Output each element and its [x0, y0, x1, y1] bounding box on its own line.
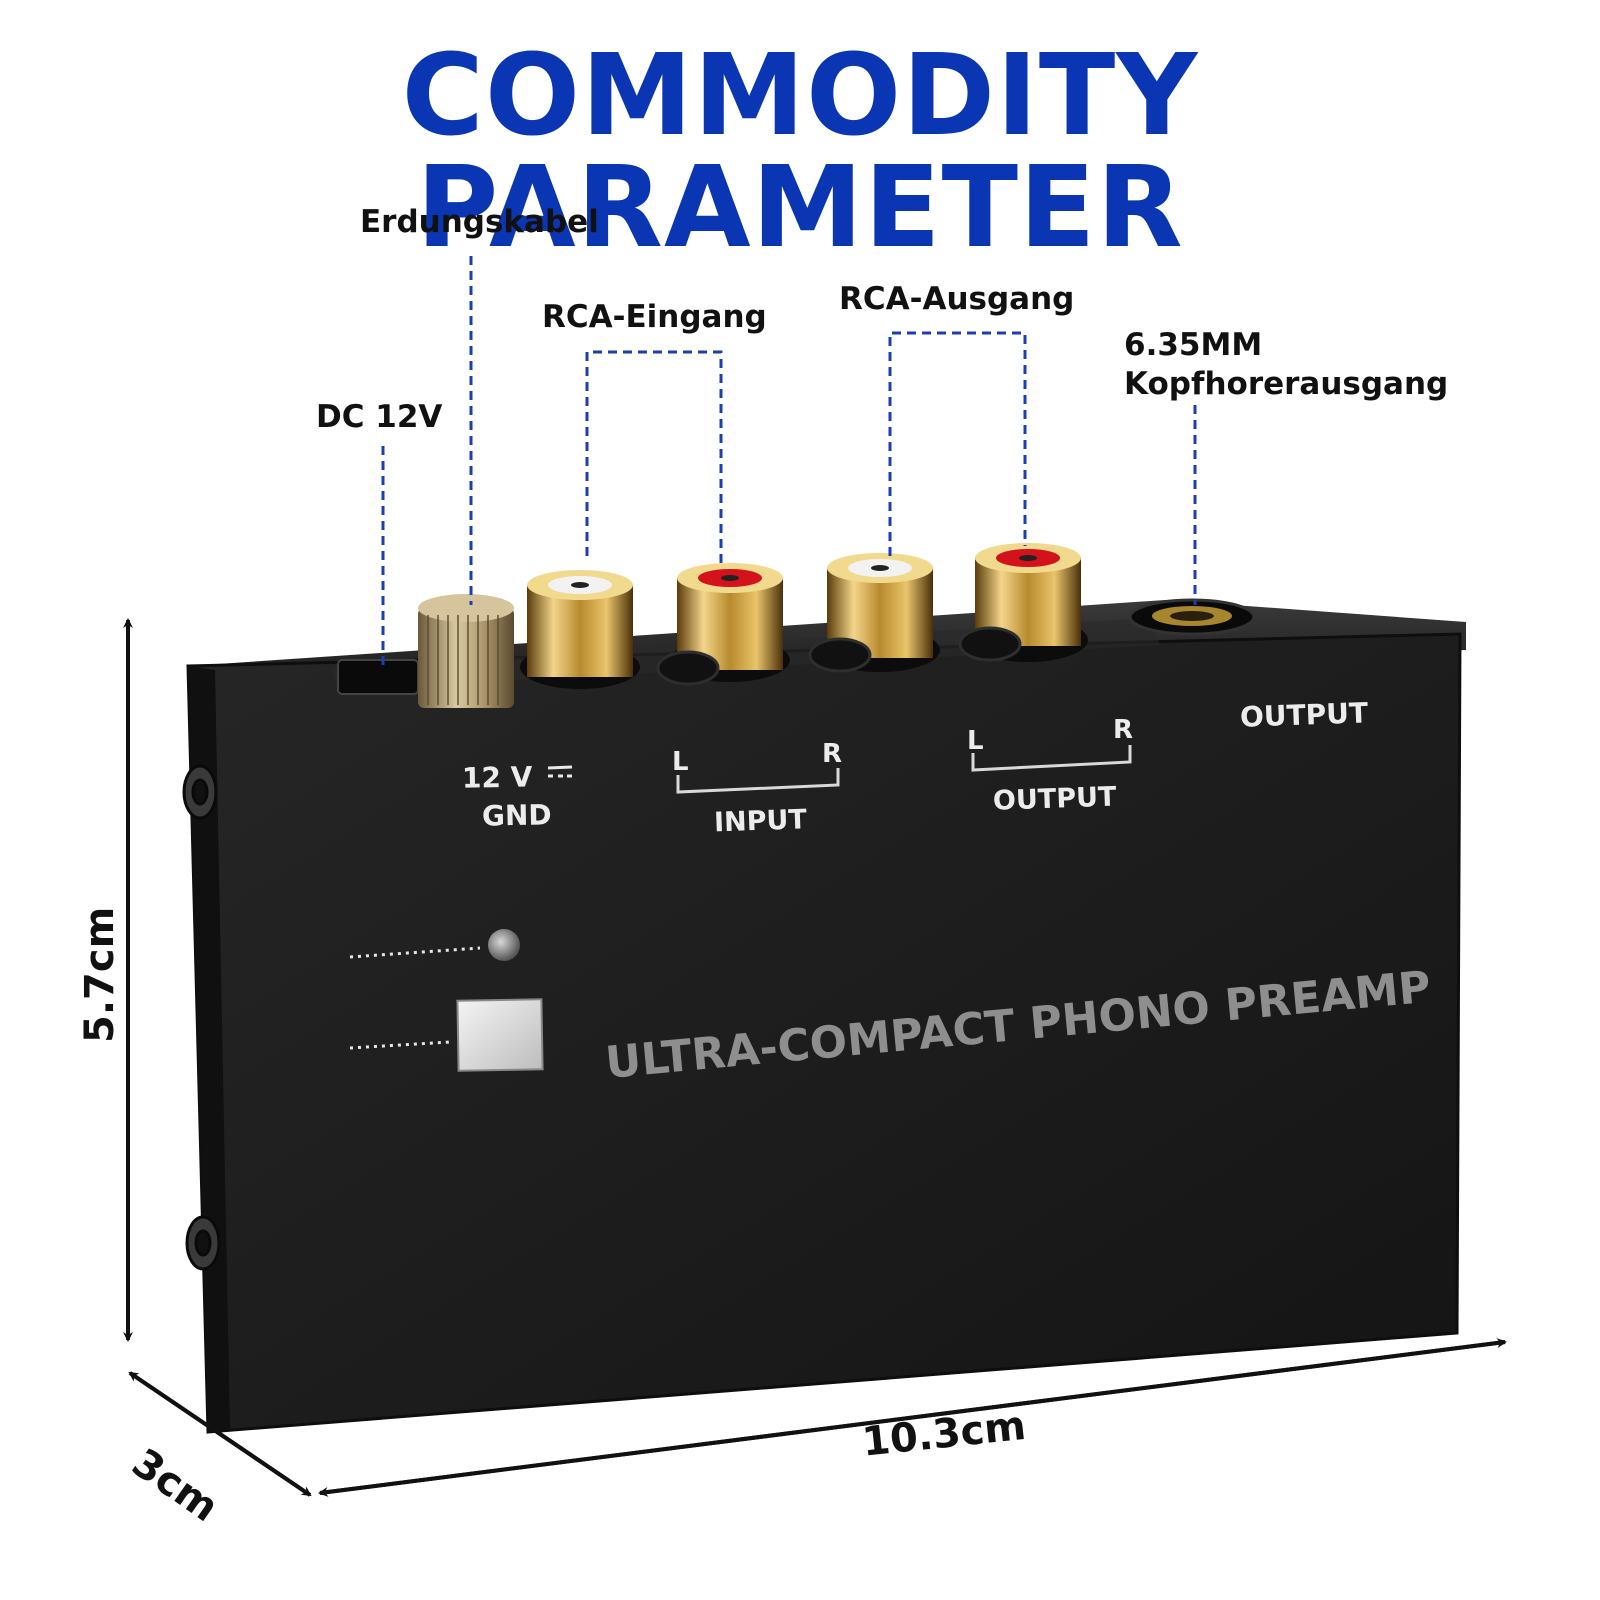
- output-label: OUTPUT: [992, 781, 1117, 816]
- callout-headphone-size: 6.35MM: [1124, 327, 1263, 363]
- power-button: [456, 998, 544, 1072]
- callout-headphone: 6.35MM Kopfhorerausgang: [1124, 326, 1448, 404]
- screw-bottom: [185, 1215, 221, 1271]
- output-l-label: L: [967, 726, 984, 756]
- binding-posts: [656, 626, 1022, 686]
- rca-input-left-jack: [520, 570, 640, 689]
- callout-rca-output: RCA-Ausgang: [839, 281, 1075, 317]
- led-pointer: [349, 946, 481, 959]
- screw-top: [182, 764, 218, 820]
- dc-jack: [337, 659, 419, 695]
- headphone-jack: [1128, 598, 1256, 636]
- callout-ground-cable: Erdungskabel: [360, 204, 599, 240]
- output-bracket: [971, 745, 1132, 772]
- input-bracket: [676, 768, 840, 794]
- output-r-label: R: [1113, 715, 1133, 745]
- input-label: INPUT: [714, 804, 808, 838]
- button-pointer: [349, 1040, 451, 1050]
- input-l-label: L: [672, 747, 689, 777]
- gnd-label: GND: [482, 798, 552, 832]
- height-dimension-label: 5.7cm: [77, 906, 123, 1043]
- headphone-output-label: OUTPUT: [1239, 696, 1368, 733]
- power-led: [488, 929, 520, 961]
- callout-headphone-name: Kopfhorerausgang: [1124, 365, 1449, 402]
- input-r-label: R: [822, 739, 842, 769]
- power-label: 12 V: [462, 760, 533, 794]
- leader-lines: [381, 256, 1197, 665]
- callout-rca-input: RCA-Eingang: [542, 299, 767, 335]
- dc-symbol: [547, 765, 573, 778]
- ground-knob: [418, 594, 514, 708]
- page-title: COMMODITY PARAMETER: [401, 31, 1199, 273]
- callout-dc-12v: DC 12V: [316, 399, 443, 435]
